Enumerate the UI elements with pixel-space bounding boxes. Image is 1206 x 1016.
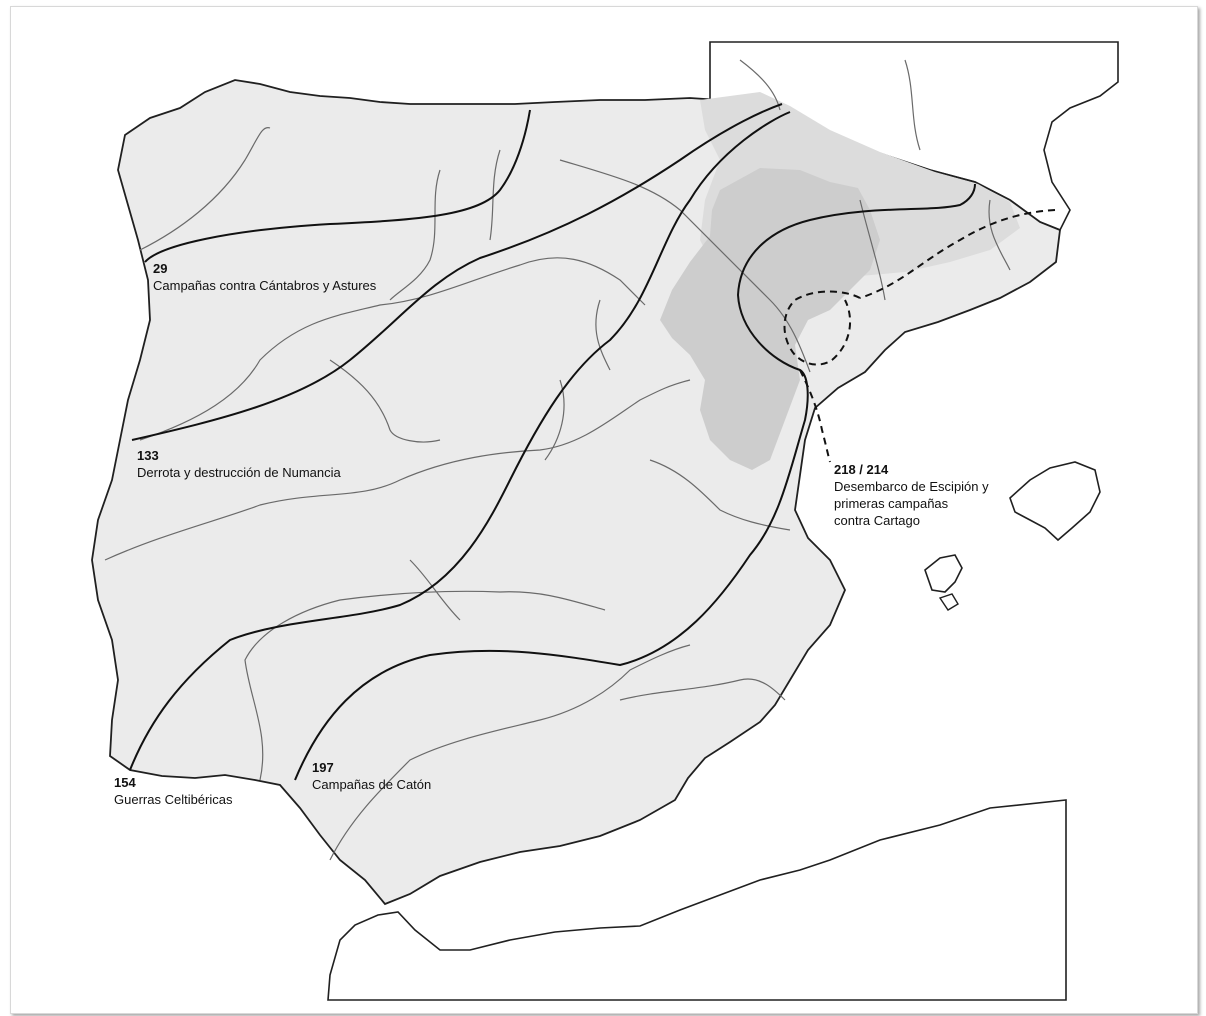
river-tributary-2 xyxy=(489,149,501,241)
river-tributary-1 xyxy=(389,169,441,301)
campaign-line-133 xyxy=(131,103,783,441)
label-197: 197 Campañas de Catón xyxy=(312,759,431,793)
campaign-line-197 xyxy=(294,183,976,781)
formentera-island xyxy=(938,593,959,611)
river-jucar xyxy=(649,459,791,531)
campaign-line-29 xyxy=(144,109,531,263)
label-133: 133 Derrota y destrucción de Numancia xyxy=(137,447,341,481)
river-guadalquivir xyxy=(329,644,691,861)
campaign-lines xyxy=(129,103,976,781)
campaign-line-154 xyxy=(129,111,791,771)
river-segura xyxy=(619,678,786,701)
label-133-text: Derrota y destrucción de Numancia xyxy=(137,465,341,480)
label-218-214-text-line-3: contra Cartago xyxy=(834,513,920,528)
label-218-214: 218 / 214 Desembarco de Escipión y prime… xyxy=(834,461,989,529)
label-197-text: Campañas de Catón xyxy=(312,777,432,792)
label-133-number: 133 xyxy=(137,448,159,463)
label-218-214-text-line-2: primeras campañas xyxy=(834,496,949,511)
river-tajo xyxy=(104,379,691,561)
label-29-number: 29 xyxy=(153,261,168,276)
label-154-text: Guerras Celtibéricas xyxy=(114,792,233,807)
river-tributary-10 xyxy=(988,199,1011,271)
label-154: 154 Guerras Celtibéricas xyxy=(114,774,233,808)
river-ebro xyxy=(559,159,811,373)
river-tributary-8 xyxy=(904,59,921,151)
label-29-text: Campañas contra Cántabros y Astures xyxy=(153,278,377,293)
label-154-number: 154 xyxy=(114,775,136,790)
mountain-region xyxy=(660,168,880,470)
north-africa-landmass xyxy=(327,799,1067,1001)
label-197-number: 197 xyxy=(312,760,334,775)
river-minho xyxy=(139,127,271,251)
river-guadiana xyxy=(244,590,606,781)
scipio-route xyxy=(783,209,1056,463)
river-tributary-5 xyxy=(595,299,611,371)
rivers xyxy=(104,59,1011,861)
scipio-route-coastal xyxy=(859,209,1056,299)
mallorca-island xyxy=(1009,461,1101,542)
river-tributary-3 xyxy=(329,359,441,443)
river-tributary-6 xyxy=(409,559,461,621)
label-218-214-text-line-1: Desembarco de Escipión y xyxy=(834,479,989,494)
label-218-214-number: 218 / 214 xyxy=(834,462,889,477)
label-29: 29 Campañas contra Cántabros y Astures xyxy=(153,260,376,294)
ibiza-island xyxy=(924,554,963,593)
scipio-route-landing xyxy=(799,369,831,463)
